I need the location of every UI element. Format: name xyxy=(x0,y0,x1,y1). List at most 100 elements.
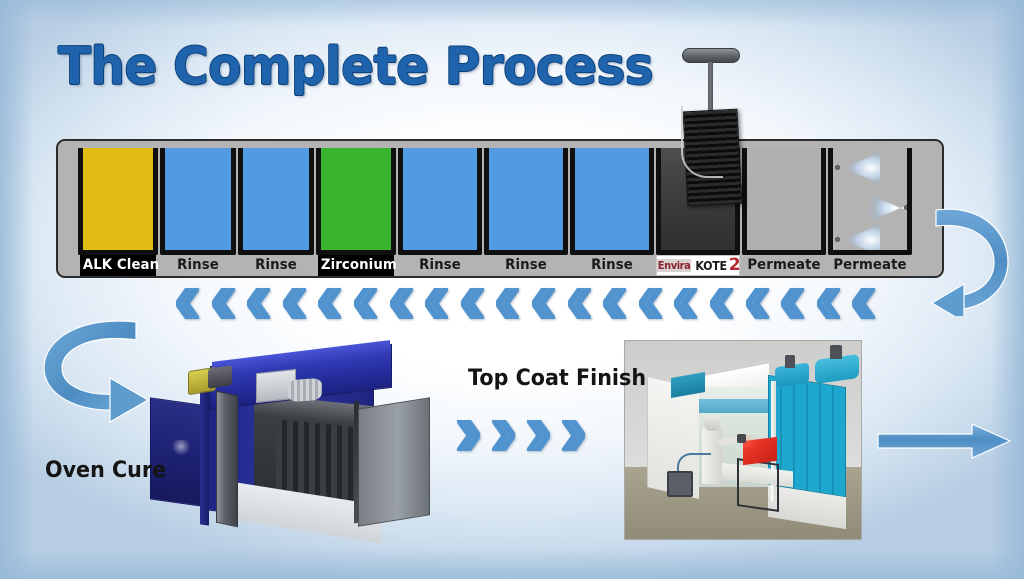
tank-liquid xyxy=(83,148,153,250)
tank-liquid xyxy=(321,148,391,250)
chevron-left-icon xyxy=(745,288,769,319)
chevron-left-icon xyxy=(211,288,235,319)
tank-liquid xyxy=(575,148,649,250)
chevron-left-icon xyxy=(496,288,520,319)
tank-label: Rinse xyxy=(591,257,633,273)
tank-rinse: Rinse xyxy=(238,148,314,276)
tank-label: Rinse xyxy=(177,257,219,273)
return-loop-right-arrow-icon xyxy=(930,196,1014,324)
spray-mist-icon xyxy=(743,434,771,456)
page-title: The Complete Process xyxy=(58,37,654,97)
tank-label: Rinse xyxy=(419,257,461,273)
chevron-right-icon xyxy=(457,420,480,451)
tank-rinse: Rinse xyxy=(160,148,236,276)
tank-label: Permeate xyxy=(747,257,821,273)
oven-cure-caption: Oven Cure xyxy=(45,458,167,483)
tank-vessel xyxy=(570,148,654,255)
chevron-left-icon xyxy=(603,288,627,319)
tank-vessel xyxy=(238,148,314,255)
tank-label: ALK Clean xyxy=(80,255,159,276)
tank-vessel xyxy=(828,148,912,255)
chevron-left-icon xyxy=(816,288,840,319)
tank-rinse: Rinse xyxy=(570,148,654,276)
chevron-left-icon xyxy=(531,288,555,319)
tank-liquid xyxy=(165,148,231,250)
chevron-left-icon xyxy=(638,288,662,319)
top-coat-booth-image xyxy=(624,340,862,540)
booth-back-trim xyxy=(699,399,773,413)
tank-liquid xyxy=(243,148,309,250)
chevron-left-icon xyxy=(709,288,733,319)
tank-label: Rinse xyxy=(255,257,297,273)
tank-vessel xyxy=(398,148,482,255)
tank-liquid xyxy=(489,148,563,250)
spray-nozzle-icon-2 xyxy=(863,192,907,224)
chevron-left-icon xyxy=(176,288,199,319)
spray-nozzle-icon-3 xyxy=(835,224,881,250)
chevron-left-icon xyxy=(389,288,413,319)
oven-badge-icon xyxy=(172,440,190,456)
logo-word-b: KOTE xyxy=(694,258,727,273)
chevron-left-icon xyxy=(852,288,876,319)
chevron-left-icon xyxy=(282,288,306,319)
booth-stack-1 xyxy=(785,355,795,368)
hanger-wire-icon xyxy=(681,106,723,178)
exit-arrow-icon xyxy=(876,423,1012,464)
chevron-left-icon xyxy=(247,288,271,319)
spray-nozzle-icon-1 xyxy=(835,152,881,184)
tank-liquid xyxy=(747,148,821,250)
tank-vessel xyxy=(78,148,158,255)
spray-cone-icon xyxy=(864,192,904,224)
flow-chevrons-middle xyxy=(457,420,585,451)
booth-pump-cart xyxy=(667,471,693,497)
tank-vessel xyxy=(160,148,236,255)
tank-permeate: Permeate xyxy=(828,148,912,276)
chevron-left-icon xyxy=(567,288,591,319)
chevron-left-icon xyxy=(781,288,805,319)
nozzle-tip-icon xyxy=(835,165,840,170)
booth-part-rack xyxy=(737,458,779,512)
top-coat-finish-caption: Top Coat Finish xyxy=(468,366,647,391)
booth-air-hose xyxy=(677,453,711,479)
spray-cone-icon xyxy=(840,152,880,184)
booth-stack-2 xyxy=(830,345,842,359)
spray-cone-icon xyxy=(840,224,880,250)
chevron-left-icon xyxy=(353,288,377,319)
oven-door-left xyxy=(216,390,238,528)
nozzle-tip-icon xyxy=(835,237,840,242)
tank-label: Zirconium xyxy=(318,255,397,276)
chevron-left-icon xyxy=(460,288,484,319)
tank-zirconium: Zirconium xyxy=(316,148,397,276)
logo-word-c: 2 xyxy=(728,255,740,276)
chevron-left-icon xyxy=(318,288,342,319)
conveyor-hanger xyxy=(680,48,743,216)
tank-label: Permeate xyxy=(833,257,907,273)
return-loop-left-arrow-icon xyxy=(36,316,160,433)
oven-flex-duct xyxy=(288,377,322,403)
spray-gun-icon xyxy=(737,434,746,443)
tank-vessel xyxy=(316,148,396,255)
tank-liquid xyxy=(403,148,477,250)
tank-rinse: Rinse xyxy=(398,148,482,276)
flow-chevrons-top xyxy=(176,288,876,319)
oven-frame-post xyxy=(200,384,209,526)
tank-permeate: Permeate xyxy=(742,148,826,276)
oven-cure-image xyxy=(146,340,456,544)
chevron-right-icon xyxy=(527,420,550,451)
tank-rinse: Rinse xyxy=(484,148,568,276)
oven-blower-icon xyxy=(208,365,232,389)
chevron-left-icon xyxy=(425,288,449,319)
hanger-rod-icon xyxy=(708,62,713,114)
chevron-right-icon xyxy=(492,420,515,451)
chevron-right-icon xyxy=(562,420,585,451)
hanger-bar-icon xyxy=(682,48,740,63)
oven-door-right xyxy=(358,397,430,527)
tank-vessel xyxy=(484,148,568,255)
logo-word-a: Envira xyxy=(657,259,692,273)
tank-label: Rinse xyxy=(505,257,547,273)
booth-operator-hood xyxy=(704,415,720,431)
pretreatment-tank-line: ALK Clean Rinse Rinse Zirconium Rinse Rinse Ri… xyxy=(56,139,944,278)
nozzle-tip-icon xyxy=(904,205,907,210)
